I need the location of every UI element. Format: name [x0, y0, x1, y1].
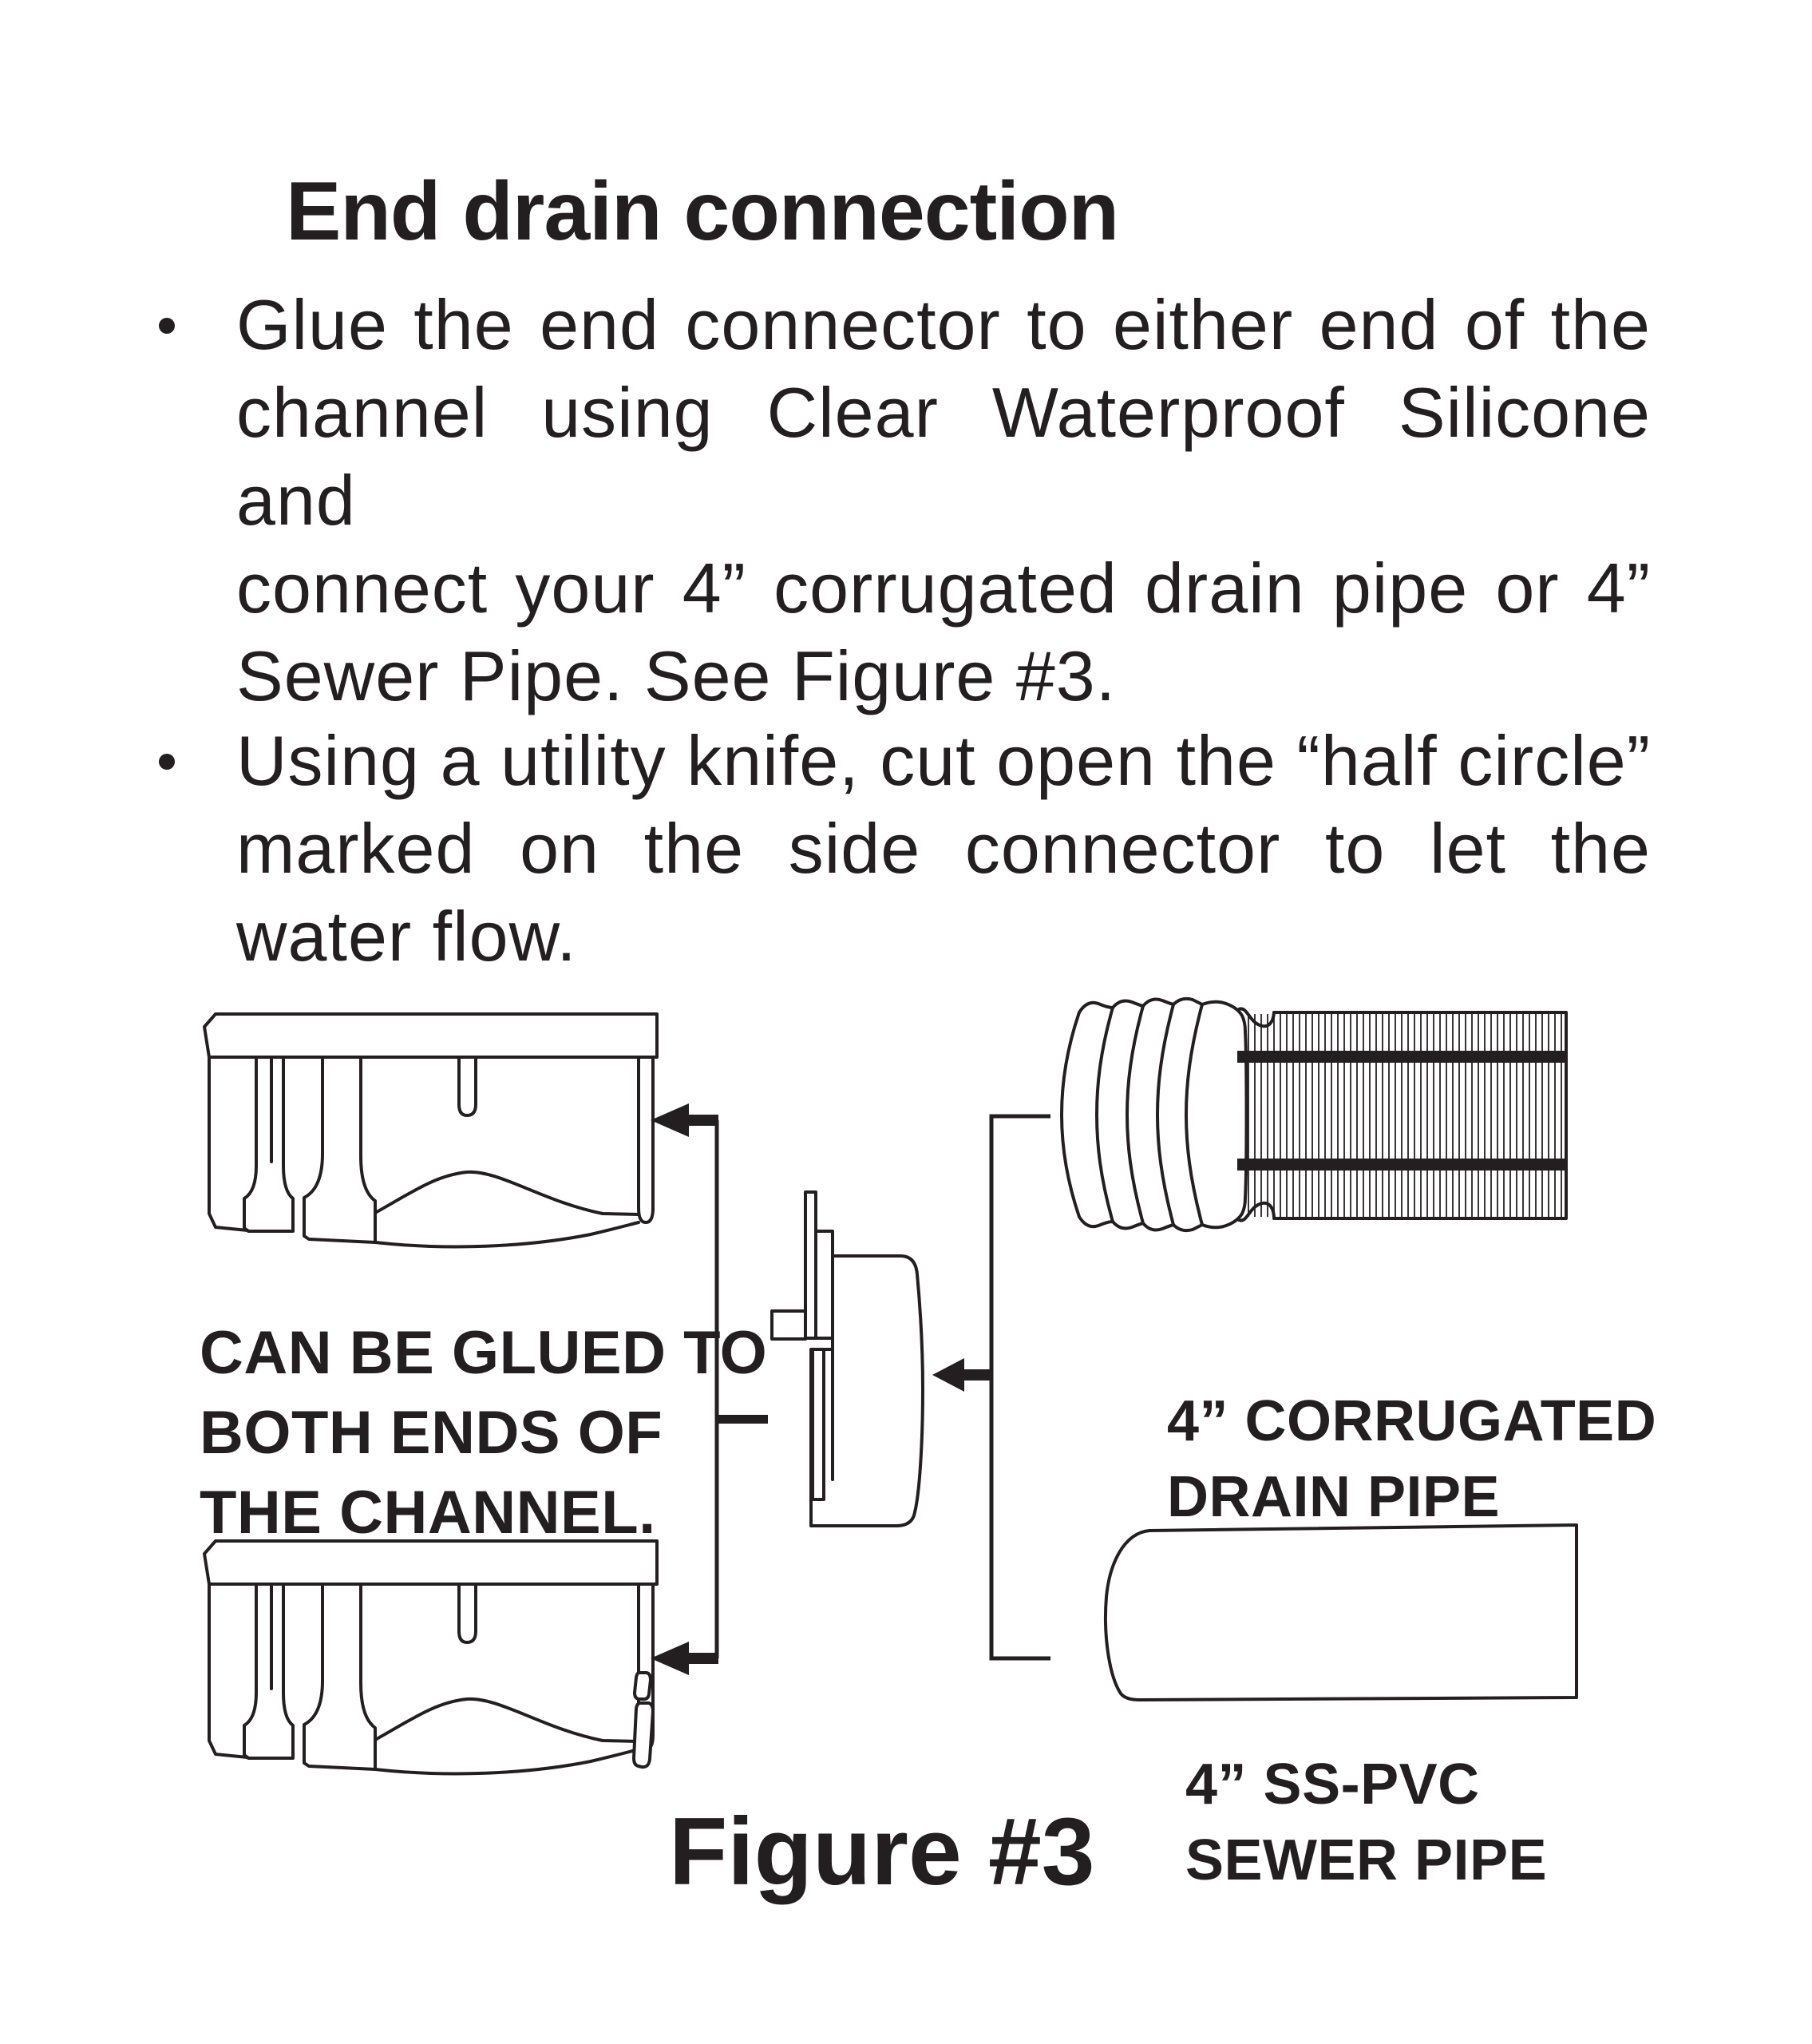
corrugated-pipe-drawing — [1060, 996, 1568, 1233]
label-line: 4” SS-PVC — [1185, 1753, 1480, 1816]
figure-caption: Figure #3 — [669, 1798, 1095, 1905]
bullet-text: Using a utility knife, cut open the “hal… — [236, 717, 1651, 980]
sewer-pipe-drawing — [1103, 1523, 1578, 1701]
channel-end-drawing-bottom — [203, 1539, 659, 1776]
connector-pointer-tick — [715, 1415, 768, 1424]
label-line: BOTH ENDS OF — [200, 1399, 663, 1467]
page-title: End drain connection — [286, 164, 1119, 258]
end-cap-tab-upper — [633, 1671, 652, 1701]
connector-strip-lower — [811, 1348, 825, 1501]
bullet-line: Using a utility knife, cut open the “hal… — [236, 721, 1651, 800]
bracket-line — [989, 1114, 1050, 1661]
pipe-bracket-right — [932, 1114, 1050, 1661]
label-line: CAN BE GLUED TO — [200, 1319, 768, 1387]
arrow-left-icon — [651, 1103, 718, 1137]
bullet-text: Glue the end connector to either end of … — [236, 281, 1651, 720]
bullet-line: marked on the side connector to let the — [236, 809, 1651, 888]
label-line: DRAIN PIPE — [1167, 1465, 1501, 1529]
bullet-line: connect your 4” corrugated drain pipe or… — [236, 549, 1651, 628]
bullet-line: Sewer Pipe. See Figure #3. — [236, 636, 1117, 715]
channel-end-drawing-top — [203, 1012, 659, 1249]
label-corrugated-pipe: 4” CORRUGATED DRAIN PIPE — [1167, 1384, 1656, 1535]
end-connector-drawing — [770, 1190, 924, 1527]
connector-body — [809, 1254, 924, 1527]
label-channel-note: CAN BE GLUED TO BOTH ENDS OF THE CHANNEL… — [200, 1313, 767, 1553]
arrow-left-icon — [651, 1642, 718, 1675]
glue-bracket-left — [651, 1103, 768, 1675]
label-sewer-pipe: 4” SS-PVC SEWER PIPE — [1185, 1747, 1547, 1899]
label-line: THE CHANNEL. — [200, 1479, 656, 1547]
bullet-line: Glue the end connector to either end of … — [236, 285, 1651, 364]
end-cap-tab-lower — [632, 1701, 655, 1769]
arrow-left-icon — [932, 1358, 993, 1392]
connector-flange-plate — [804, 1190, 817, 1340]
connector-knockout-tab — [770, 1309, 807, 1341]
bullet-dot — [159, 754, 175, 770]
pipe-stripe — [1237, 1051, 1566, 1063]
bullet-line: water flow. — [236, 897, 577, 976]
pipe-stripe — [1237, 1159, 1566, 1171]
label-line: 4” CORRUGATED — [1167, 1389, 1657, 1453]
bullet-line: channel using Clear Waterproof Silicone … — [236, 373, 1651, 540]
bullet-dot — [159, 318, 175, 334]
label-line: SEWER PIPE — [1185, 1828, 1548, 1892]
connector-strip-upper — [814, 1230, 834, 1340]
